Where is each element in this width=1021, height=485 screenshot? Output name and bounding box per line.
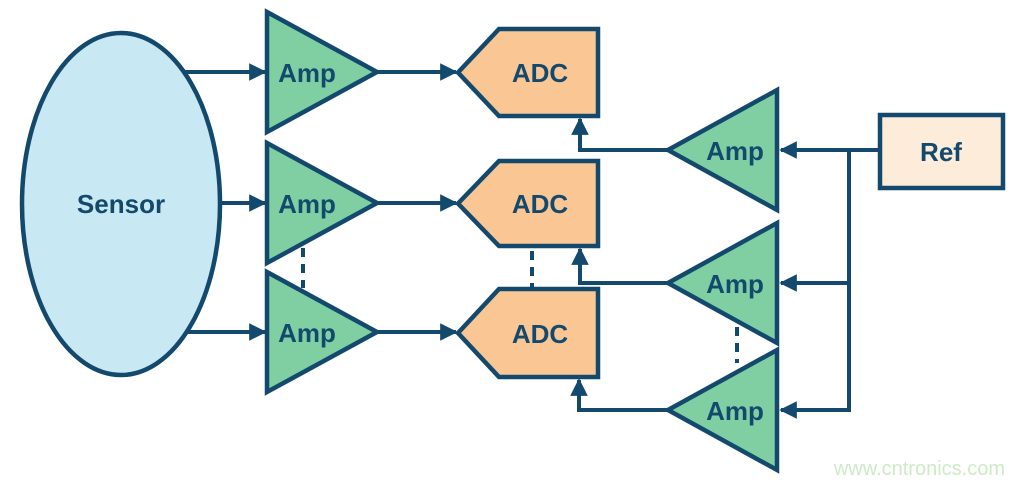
adc-2-label: ADC <box>512 189 569 219</box>
amp-left-1-label: Amp <box>278 58 336 88</box>
watermark-text: www.cntronics.com <box>833 458 1005 480</box>
adc-3-label: ADC <box>512 319 569 349</box>
amp-right-3-block <box>663 346 780 474</box>
adc-2-block <box>454 158 601 249</box>
sensor-label: Sensor <box>77 189 165 219</box>
amp-left-3-label: Amp <box>278 318 336 348</box>
amp-left-2-label: Amp <box>278 189 336 219</box>
adc-3-block <box>454 286 601 380</box>
wire-ramp1-to-adc1 <box>571 117 668 152</box>
amp-left-2-block <box>264 139 382 267</box>
wire-ref-branch-to-ramp3 <box>779 150 851 419</box>
ref-label: Ref <box>920 137 962 167</box>
adc-1-label: ADC <box>512 58 569 88</box>
amp-right-2-label: Amp <box>706 269 764 299</box>
sensor-block <box>19 30 223 378</box>
connectors <box>184 63 880 419</box>
adc-1-block <box>454 26 601 119</box>
amp-right-2-block <box>663 219 780 347</box>
wire-ramp2-to-adc2 <box>571 247 668 285</box>
amp-left-1-block <box>264 8 382 136</box>
amp-right-1-label: Amp <box>706 136 764 166</box>
ref-block <box>877 112 1006 191</box>
amp-left-3-block <box>264 268 382 396</box>
amp-right-1-block <box>663 86 780 214</box>
wire-ramp3-to-adc3 <box>570 378 668 412</box>
amp-right-3-label: Amp <box>706 396 764 426</box>
